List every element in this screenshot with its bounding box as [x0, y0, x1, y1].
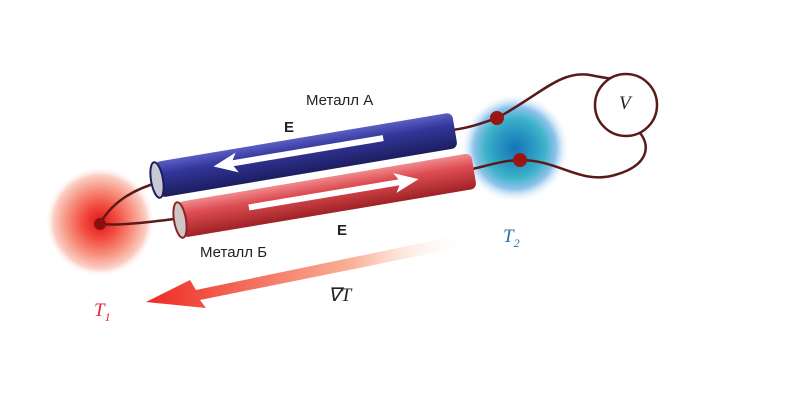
wire-bottom-right — [467, 132, 647, 179]
t1-symbol: T — [94, 300, 105, 321]
gradient-label: ∇T — [328, 285, 352, 306]
t1-label: T1 — [94, 300, 111, 325]
hot-junction-dot — [94, 218, 106, 230]
field-arrow-a-head — [213, 152, 239, 173]
field-a-label: E — [284, 119, 295, 136]
field-b-label: E — [337, 222, 348, 239]
metal-a-label: Металл А — [306, 92, 374, 109]
t2-symbol: T — [503, 226, 514, 247]
temperature-gradient-arrow — [146, 234, 468, 308]
metal-b-rod — [172, 153, 476, 239]
t2-subscript: 2 — [513, 235, 520, 250]
wire-top-right — [451, 73, 623, 132]
metal-b-label: Металл Б — [200, 244, 268, 261]
cold-junction-glow — [460, 93, 570, 203]
t1-subscript: 1 — [104, 309, 111, 324]
voltmeter-label: V — [619, 93, 631, 114]
cold-junction-dot-a — [490, 111, 504, 125]
metal-a-rod — [149, 113, 457, 199]
field-arrow-b — [248, 178, 408, 211]
field-arrow-b-head — [393, 173, 419, 193]
voltmeter — [593, 72, 659, 138]
cold-junction-dot-b — [513, 153, 527, 167]
field-arrow-a — [224, 135, 384, 168]
t2-label: T2 — [503, 226, 520, 251]
